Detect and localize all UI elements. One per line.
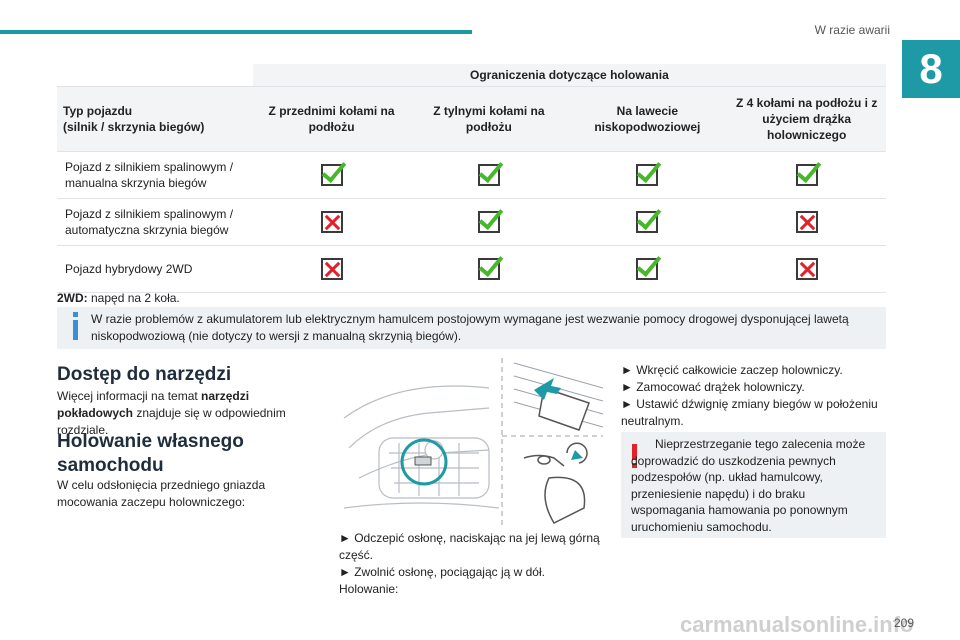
info-text: W razie problemów z akumulatorem lub ele…	[91, 312, 849, 343]
tools-text-bold: narzędzi pokładowych	[57, 389, 250, 420]
table-row: Pojazd z silnikiem spalinowym / manualna…	[57, 151, 886, 199]
note-2wd: 2WD: napęd na 2 koła.	[57, 291, 180, 305]
header-accent-bar	[0, 30, 472, 34]
tools-text-before: Więcej informacji na temat	[57, 389, 202, 403]
page-number: 209	[893, 616, 914, 630]
watermark: carmanualsonline.info	[680, 612, 914, 637]
red-cross-icon	[795, 258, 818, 280]
note-2wd-term: 2WD:	[57, 291, 88, 305]
towing-option-cell	[727, 245, 886, 293]
table-group-header: Ograniczenia dotyczące holowania	[252, 64, 886, 87]
green-check-icon	[636, 258, 659, 280]
green-check-icon	[636, 211, 659, 233]
column-header-four-wheels-tow-bar: Z 4 kołami na podłożu i z użyciem drążka…	[727, 86, 886, 152]
vehicle-type-cell: Pojazd z silnikiem spalinowym / manualna…	[57, 151, 253, 199]
push-arrow-icon	[534, 378, 561, 400]
towing-option-cell	[410, 245, 568, 293]
green-check-icon	[795, 164, 818, 186]
cover-unclip-detail	[513, 362, 603, 431]
red-cross-icon	[795, 211, 818, 233]
towing-option-cell	[252, 245, 411, 293]
right-step-2: ► Zamocować drążek holowniczy.	[621, 380, 805, 394]
rotate-arrow-icon	[571, 450, 583, 460]
towing-option-cell	[252, 151, 411, 199]
towing-paragraph: W celu odsłonięcia przedniego gniazda mo…	[57, 478, 266, 509]
green-check-icon	[477, 211, 500, 233]
chapter-number-tab: 8	[902, 40, 960, 98]
table-row: Pojazd z silnikiem spalinowym / automaty…	[57, 198, 886, 246]
towing-heading-line2: samochodu	[57, 455, 164, 476]
tools-paragraph: Więcej informacji na temat narzędzi pokł…	[57, 388, 319, 439]
red-cross-icon	[320, 258, 343, 280]
warning-text: Nieprzestrzeganie tego zalecenia może do…	[631, 437, 866, 534]
towing-heading-line1: Holowanie własnego	[57, 431, 244, 452]
table-empty-corner	[57, 64, 253, 87]
tools-text-after: znajduje się w odpowiednim rozdziale.	[57, 406, 286, 437]
tow-eye-cover-illustration	[339, 358, 603, 526]
towing-option-cell	[567, 245, 728, 293]
note-2wd-text: napęd na 2 koła.	[87, 291, 180, 305]
towing-option-cell	[567, 198, 728, 246]
towing-heading: Holowanie własnego samochodu	[57, 430, 244, 478]
middle-after-text: Holowanie:	[339, 582, 399, 596]
right-step-3: ► Ustawić dźwignię zmiany biegów w położ…	[621, 397, 878, 428]
info-box: W razie problemów z akumulatorem lub ele…	[57, 307, 886, 349]
middle-step-1: ► Odczepić osłonę, naciskając na jej lew…	[339, 531, 600, 562]
column-header-rear-wheels: Z tylnymi kołami na podłożu	[410, 86, 568, 152]
towing-option-cell	[727, 198, 886, 246]
towing-option-cell	[252, 198, 411, 246]
section-title: W razie awarii	[814, 23, 890, 37]
table-row: Pojazd hybrydowy 2WD	[57, 245, 886, 293]
vehicle-type-cell: Pojazd z silnikiem spalinowym / automaty…	[57, 198, 253, 246]
red-cross-icon	[320, 211, 343, 233]
towing-option-cell	[727, 151, 886, 199]
tow-cover-highlight-circle	[400, 438, 448, 486]
right-steps: ► Wkręcić całkowicie zaczep holowniczy. …	[621, 362, 886, 430]
vehicle-type-cell: Pojazd hybrydowy 2WD	[57, 245, 253, 293]
green-check-icon	[477, 258, 500, 280]
warning-exclamation-icon	[631, 444, 639, 468]
column-header-front-wheels: Z przednimi kołami na podłożu	[252, 86, 411, 152]
right-step-1: ► Wkręcić całkowicie zaczep holowniczy.	[621, 363, 843, 377]
green-check-icon	[636, 164, 659, 186]
middle-steps: ► Odczepić osłonę, naciskając na jej lew…	[339, 530, 603, 598]
towing-option-cell	[410, 198, 568, 246]
green-check-icon	[477, 164, 500, 186]
tools-heading: Dostęp do narzędzi	[57, 364, 232, 385]
towing-option-cell	[567, 151, 728, 199]
warning-box: Nieprzestrzeganie tego zalecenia może do…	[621, 432, 886, 538]
info-icon	[71, 312, 81, 342]
green-check-icon	[320, 164, 343, 186]
column-header-vehicle-type: Typ pojazdu (silnik / skrzynia biegów)	[57, 86, 253, 152]
column-header-flatbed: Na lawecie niskopodwoziowej	[567, 86, 728, 152]
towing-option-cell	[410, 151, 568, 199]
towing-restrictions-table: Ograniczenia dotyczące holowania Typ poj…	[57, 64, 886, 293]
cover-release-detail	[523, 442, 588, 524]
middle-step-2: ► Zwolnić osłonę, pociągając ją w dół.	[339, 565, 545, 579]
